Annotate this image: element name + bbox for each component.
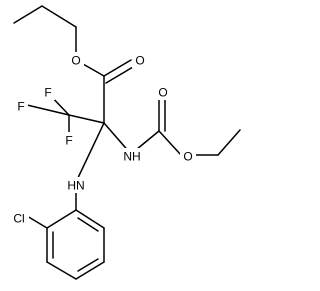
bond — [75, 122, 105, 183]
bonds — [13, 5, 241, 280]
atom-label-o-carbonyl: O — [135, 54, 144, 68]
structure-canvas: O O F F F NH O O HN Cl — [9, 5, 241, 280]
atom-label-o-carbamate-ether: O — [183, 150, 192, 164]
bond — [26, 215, 48, 229]
bond — [103, 59, 132, 77]
bond — [46, 209, 77, 229]
atom-label-fluorine: F — [17, 100, 24, 114]
atom-labels: O O F F F NH O O HN Cl — [9, 52, 196, 226]
bond — [105, 66, 134, 84]
atom-label-nh-aniline: HN — [67, 179, 84, 193]
atom-label-fluorine: F — [44, 86, 51, 100]
bond — [75, 261, 105, 280]
bond — [26, 104, 70, 116]
bond — [13, 5, 43, 24]
bond — [158, 130, 182, 156]
atom-label-o-carbamate-carbonyl: O — [158, 86, 167, 100]
atom-label-chlorine: Cl — [13, 212, 24, 226]
bond — [41, 5, 77, 28]
molecule-structure: O O F F F NH O O HN Cl — [9, 5, 241, 280]
bond — [217, 129, 241, 156]
bond — [77, 217, 99, 232]
bond — [68, 114, 105, 124]
bond — [77, 258, 99, 272]
atom-label-nh-carbamate: NH — [123, 150, 140, 164]
atom-label-fluorine: F — [65, 134, 72, 148]
bond — [75, 209, 105, 229]
atom-label-o-ester: O — [71, 54, 80, 68]
bond — [46, 261, 77, 280]
